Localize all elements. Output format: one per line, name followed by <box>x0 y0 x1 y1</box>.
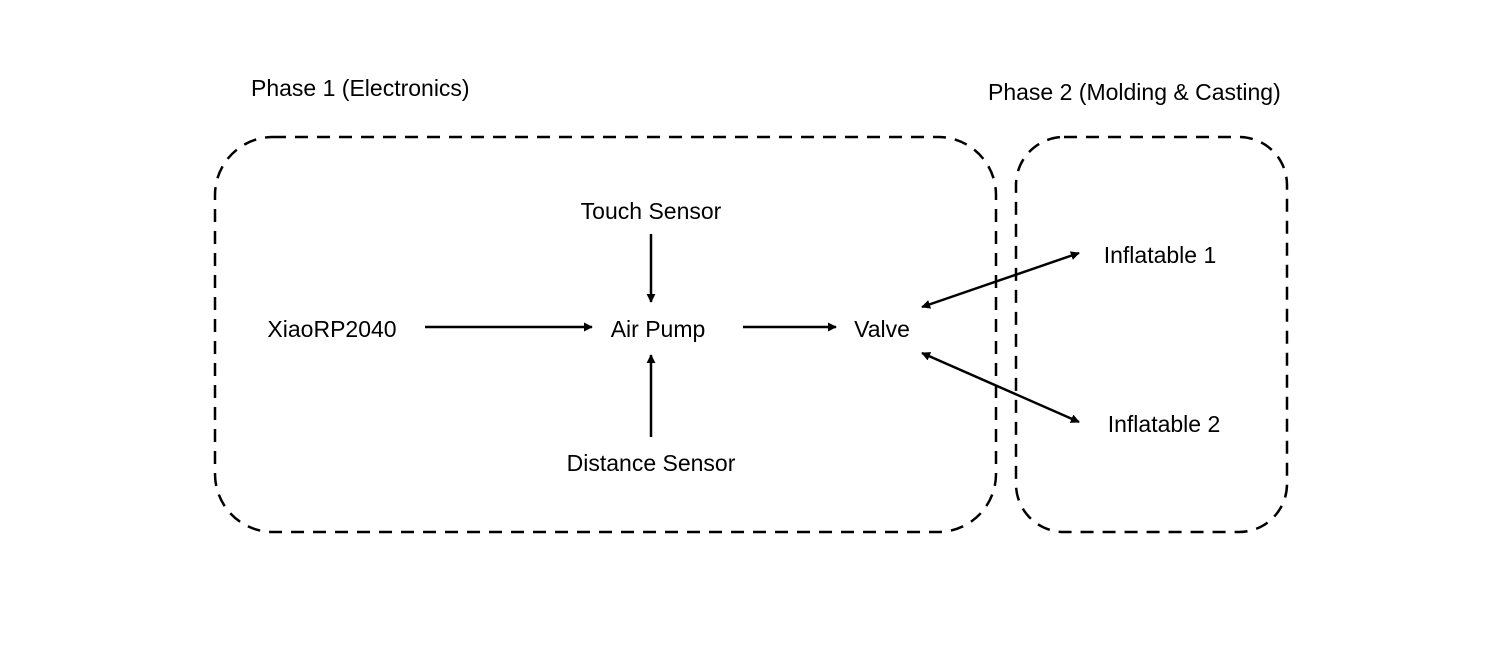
node-inflatable-2: Inflatable 2 <box>1107 411 1221 437</box>
arrow-valve-inflatable-2 <box>921 351 1080 424</box>
phase-2-title: Phase 2 (Molding & Casting) <box>988 79 1281 105</box>
node-valve: Valve <box>854 316 910 342</box>
node-inflatable-1: Inflatable 1 <box>1103 242 1217 268</box>
node-air-pump: Air Pump <box>610 316 706 342</box>
phase-1-container <box>213 135 998 534</box>
node-touch-sensor: Touch Sensor <box>580 198 722 224</box>
phase-1-title: Phase 1 (Electronics) <box>251 75 470 101</box>
node-distance-sensor: Distance Sensor <box>566 450 736 476</box>
node-xiao-rp2040: XiaoRP2040 <box>267 316 397 342</box>
arrow-valve-inflatable-1 <box>921 251 1080 309</box>
phase-2-container <box>1014 135 1289 534</box>
